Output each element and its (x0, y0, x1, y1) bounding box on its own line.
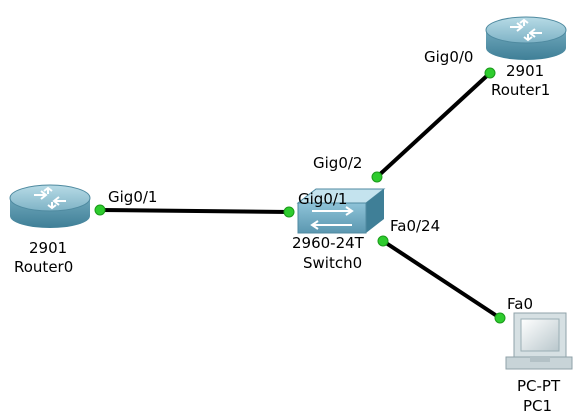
link-switch0-router1[interactable] (375, 71, 492, 179)
port-label-pc1-fa0: Fa0 (507, 295, 533, 313)
port-light-switch0-fa0-24 (377, 235, 389, 247)
port-label-switch0-gig0-1: Gig0/1 (298, 190, 348, 208)
router1-model-label: 2901 (506, 62, 545, 80)
port-light-switch0-gig0-2 (371, 171, 383, 183)
link-switch0-pc1[interactable] (381, 239, 502, 320)
port-light-router0-gig0-1 (94, 204, 106, 216)
port-light-switch0-gig0-1 (283, 206, 295, 218)
router1-name-label: Router1 (491, 81, 551, 99)
switch0-model-label: 2960-24T (292, 234, 364, 252)
switch0-name-label: Switch0 (303, 254, 363, 272)
router0-model-label: 2901 (29, 239, 68, 257)
router0-name-label: Router0 (14, 258, 74, 276)
pc1-icon[interactable] (505, 312, 573, 370)
link-lights (94, 67, 506, 324)
port-light-router1-gig0-0 (484, 67, 496, 79)
port-label-switch0-gig0-2: Gig0/2 (313, 154, 363, 172)
router1-icon[interactable] (485, 16, 567, 60)
port-label-router1-gig0-0: Gig0/0 (424, 48, 474, 66)
router0-icon[interactable] (9, 184, 91, 228)
port-label-switch0-fa0-24: Fa0/24 (390, 217, 441, 235)
port-label-router0-gig0-1: Gig0/1 (108, 188, 158, 206)
switch0-icon[interactable] (296, 188, 386, 234)
port-light-pc1-fa0 (494, 312, 506, 324)
pc1-name-label: PC1 (523, 397, 553, 415)
link-router0-switch0[interactable] (99, 208, 290, 214)
pc1-model-label: PC-PT (517, 377, 561, 395)
